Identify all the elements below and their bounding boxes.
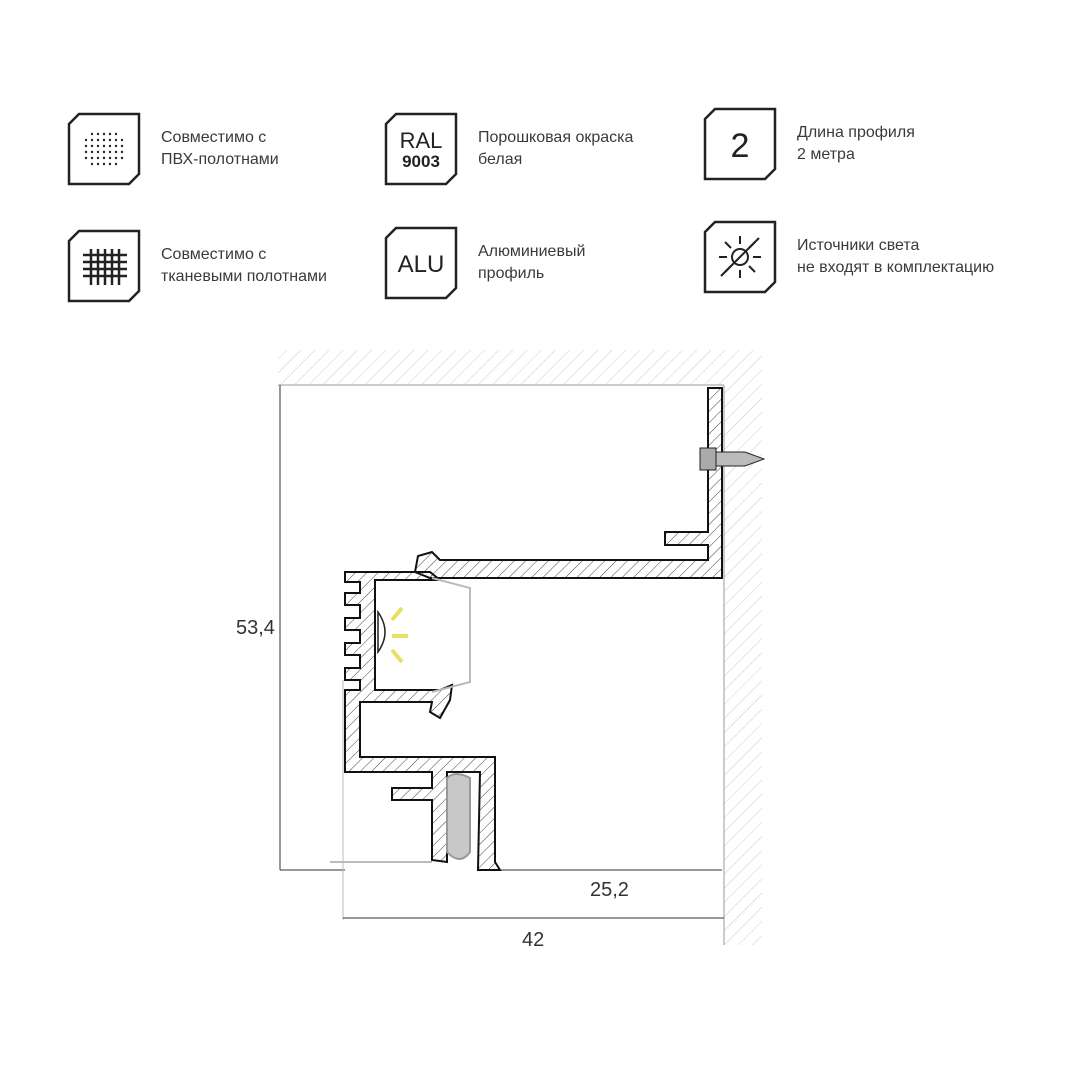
feature-text: Совместимо с тканевыми полотнами [161,246,327,285]
dot [84,156,88,160]
dot [120,144,124,148]
dot [114,144,118,148]
feature-text: Длина профиля 2 метра [797,124,915,163]
dot [108,138,112,142]
dimension-gap: 25,2 [590,879,629,901]
dot [84,138,88,142]
wall-hatch [724,385,762,945]
dimension-lines [279,385,724,920]
dots-grid-icon [67,112,141,186]
alu-badge-icon: ALU [384,226,458,300]
dot [108,156,112,160]
dot [120,138,124,142]
ral-badge-icon: RAL 9003 [384,112,458,186]
diffuser [431,577,471,693]
dot [114,162,118,166]
screw-icon [699,447,766,471]
feature-text: Источники света не входят в комплектацию [797,237,995,276]
crossed-light-icon [703,220,777,294]
fabric-mesh-icon [67,229,141,303]
dot [102,144,106,148]
dot [90,162,94,166]
dot [102,156,106,160]
dot [108,150,112,154]
dot [108,144,112,148]
ceiling-hatch [278,350,762,385]
dot [96,162,100,166]
dot [114,150,118,154]
dot [90,156,94,160]
dot [102,138,106,142]
dot [96,144,100,148]
dot [114,132,118,136]
dot [96,138,100,142]
dot [96,150,100,154]
feature-text: Совместимо с ПВХ-полотнами [161,129,279,168]
dot [120,156,124,160]
dot [96,156,100,160]
dot [84,144,88,148]
badge-text: RAL [400,128,443,153]
dimension-height: 53,4 [236,617,275,639]
fabric-insert [446,773,471,860]
dot [90,144,94,148]
feature-length: 2 Длина профиля 2 метра [703,107,915,181]
aluminium-profile [344,387,723,871]
dot [120,150,124,154]
feature-ral: RAL 9003 Порошковая окраска белая [384,112,633,186]
light-rays-icon [390,606,408,664]
badge-text: ALU [398,251,445,278]
feature-fabric: Совместимо с тканевыми полотнами [67,229,327,303]
feature-text: Порошковая окраска белая [478,129,634,168]
dot [108,132,112,136]
dot [90,132,94,136]
dot [102,150,106,154]
feature-no-light: Источники света не входят в комплектацию [703,220,994,294]
dot [114,156,118,160]
dot [96,132,100,136]
dot [90,138,94,142]
feature-text: Алюминиевый профиль [478,243,586,282]
length-2-icon: 2 [703,107,777,181]
badge-text: 2 [731,127,750,165]
badge-text: 9003 [402,152,440,171]
dot [108,162,112,166]
dot [90,150,94,154]
dot [102,132,106,136]
dot [114,138,118,142]
dot [102,162,106,166]
dimension-width: 42 [522,929,545,951]
feature-pvc: Совместимо с ПВХ-полотнами [67,112,279,186]
dot [84,150,88,154]
led-chip [377,609,386,655]
feature-alu: ALU Алюминиевый профиль [384,226,585,300]
